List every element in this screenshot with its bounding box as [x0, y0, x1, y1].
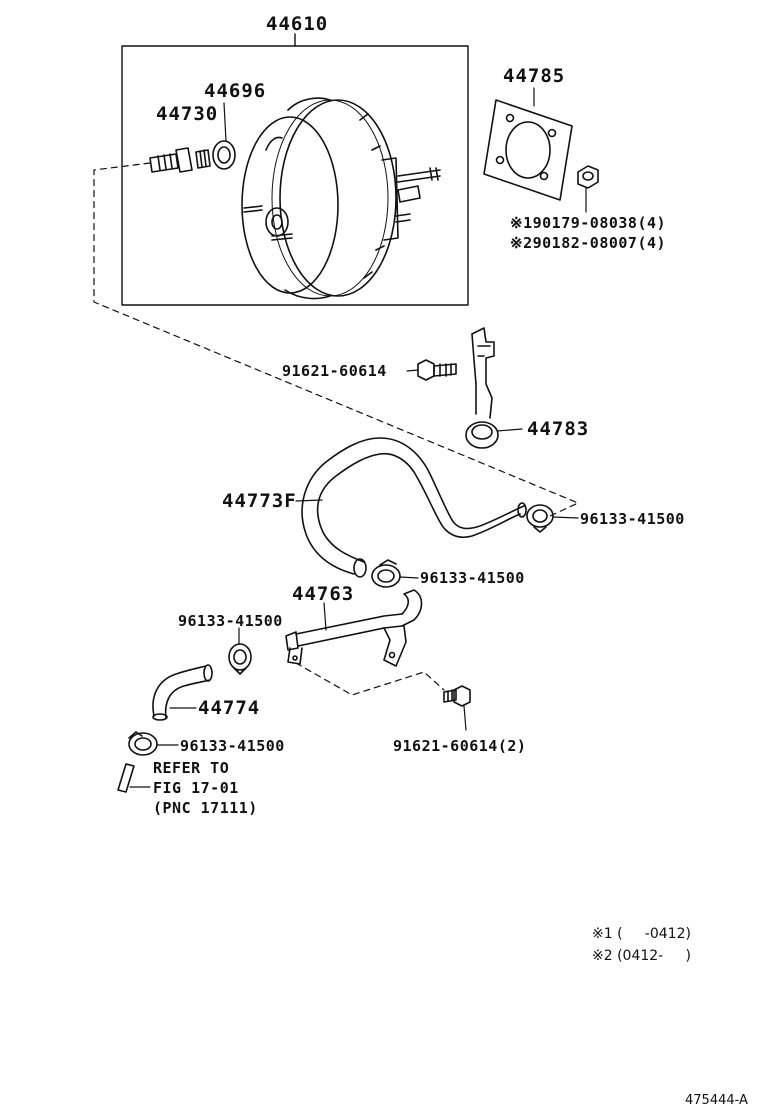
hose-clamp-icon — [371, 559, 419, 588]
brake-booster-icon — [241, 97, 441, 300]
bolt-icon — [406, 359, 457, 381]
part-label-91621-upper: 91621-60614 — [282, 362, 387, 380]
part-label-96133-middle: 96133-41500 — [420, 569, 525, 587]
part-label-44610: 44610 — [266, 13, 329, 35]
short-hose-icon — [152, 664, 213, 721]
part-label-96133-left: 96133-41500 — [178, 612, 283, 630]
check-valve-icon — [149, 147, 211, 173]
bracket-clamp-icon — [465, 327, 523, 449]
hose-clamp-icon — [128, 731, 179, 756]
footnote-2: ※2 (0412- ) — [592, 948, 691, 964]
vacuum-hose-icon — [295, 437, 527, 578]
part-label-44696: 44696 — [204, 80, 267, 102]
part-label-44785: 44785 — [503, 65, 566, 87]
nut-icon — [577, 165, 599, 213]
diagram-id: 475444-A — [685, 1093, 748, 1108]
bolt-icon — [443, 685, 471, 731]
reference-pipe-icon — [117, 763, 151, 793]
reference-line-3: (PNC 17111) — [153, 799, 258, 817]
part-label-90179: ※190179-08038(4) — [510, 214, 667, 232]
footnote-1: ※1 ( -0412) — [592, 926, 691, 942]
reference-line-2: FIG 17-01 — [153, 779, 239, 797]
part-label-44730: 44730 — [156, 103, 219, 125]
assembly-box — [121, 33, 469, 306]
gasket-icon — [483, 87, 573, 201]
hose-clamp-icon — [228, 627, 252, 675]
part-label-44783: 44783 — [527, 418, 590, 440]
part-label-96133-right: 96133-41500 — [580, 510, 685, 528]
part-label-44763: 44763 — [292, 583, 355, 605]
part-label-96133-bottom: 96133-41500 — [180, 737, 285, 755]
part-label-91621-lower: 91621-60614(2) — [393, 737, 527, 755]
part-label-44773f: 44773F — [222, 490, 297, 512]
hose-clamp-icon — [526, 504, 579, 533]
grommet-icon — [212, 102, 236, 170]
dashed-reference-lines — [93, 162, 579, 696]
part-label-90182: ※290182-08007(4) — [510, 234, 667, 252]
reference-line-1: REFER TO — [153, 759, 230, 777]
vacuum-pipe-icon — [285, 589, 423, 667]
part-label-44774: 44774 — [198, 697, 261, 719]
